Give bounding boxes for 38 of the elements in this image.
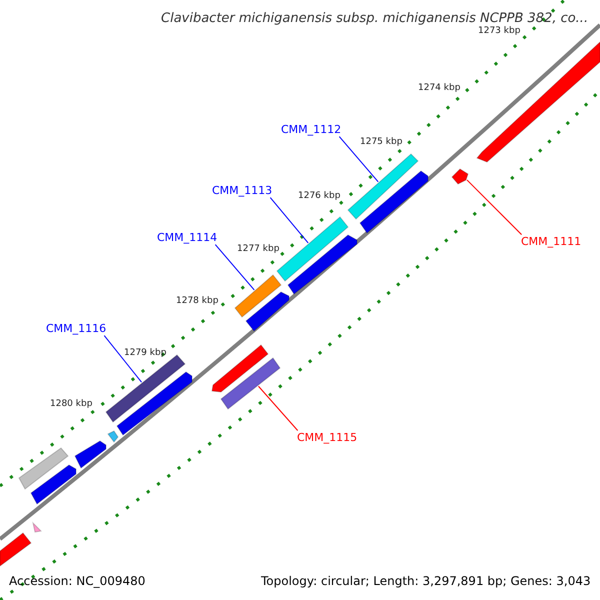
tick-label: 1280 kbp [50, 400, 92, 409]
tick-label: 1276 kbp [298, 192, 340, 201]
gene-feature-bar [451, 168, 469, 185]
gene-feature-bar [476, 40, 600, 163]
leader-line [258, 386, 298, 431]
gene-label: CMM_1111 [521, 236, 582, 247]
tick-label: 1278 kbp [176, 297, 218, 306]
gene-feature-bar [74, 440, 106, 469]
gene-feature-bar [220, 357, 281, 410]
tick-label: 1277 kbp [237, 245, 280, 254]
gene-feature-bar [359, 170, 428, 234]
tick-label: 1275 kbp [360, 138, 402, 147]
info-text: Accession: NC_009480 [9, 575, 146, 587]
info-text: Topology: circular; Length: 3,297,891 bp; Genes: 3,043 [261, 575, 591, 587]
tick-label: 1274 kbp [418, 84, 460, 93]
gene-label: CMM_1115 [297, 432, 358, 443]
leader-line [214, 244, 255, 290]
gene-feature-bar [347, 153, 419, 220]
gene-feature-bar [234, 274, 282, 318]
tick-label: 1279 kbp [124, 349, 166, 358]
gene-feature-bar [245, 291, 290, 332]
gene-label: CMM_1114 [157, 232, 218, 243]
gene-feature-bar [116, 371, 192, 436]
gene-feature-bar [32, 521, 42, 533]
gene-feature-bar [211, 344, 269, 393]
gene-label: CMM_1116 [46, 323, 106, 334]
gene-feature-bar [287, 234, 358, 295]
leader-line [338, 136, 379, 182]
gene-label: CMM_1113 [212, 185, 272, 196]
gene-feature-bar [18, 447, 69, 490]
gene-feature-bar [107, 430, 119, 443]
gene-feature-bar [0, 532, 32, 567]
leader-line [466, 179, 522, 236]
leader-line [270, 197, 309, 244]
leader-line [104, 335, 142, 383]
gene-label: CMM_1112 [281, 124, 342, 135]
gene-feature-bar [30, 464, 76, 505]
map-title: Clavibacter michiganensis subsp. michiganensis NCPPB 382, co... [161, 12, 588, 25]
